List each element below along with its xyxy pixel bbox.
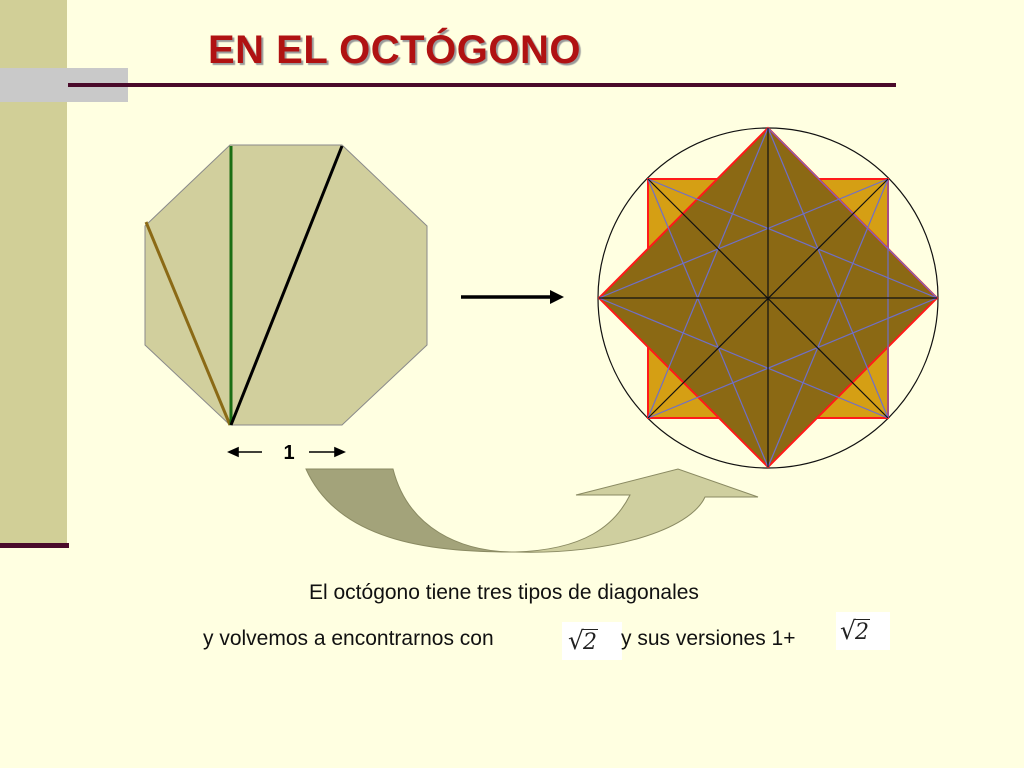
- right-arrow-icon: [461, 290, 564, 304]
- slide-title: EN EL OCTÓGONO: [208, 28, 581, 72]
- sqrt-two-formula-versions: √2: [836, 612, 890, 650]
- caption-versions: y sus versiones 1+: [621, 627, 796, 650]
- long-diagonal: [229, 145, 344, 426]
- title-underline-rule: [68, 83, 896, 87]
- side-length-label: 1: [283, 442, 294, 464]
- radicand: 2: [853, 619, 870, 645]
- short-diagonal: [144, 221, 232, 426]
- curved-arrow-icon: [305, 468, 759, 553]
- radical-sign: √: [568, 626, 584, 655]
- main-diagonals: [599, 128, 937, 467]
- caption-sqrt-intro: y volvemos a encontrarnos con: [203, 627, 494, 650]
- side-length-indicator: [227, 446, 346, 458]
- radical-sign: √: [840, 616, 856, 645]
- sidebar-bottom-rule: [0, 543, 69, 548]
- caption-diagonal-types: El octógono tiene tres tipos de diagonal…: [309, 581, 699, 604]
- sqrt-two-formula: √2: [562, 622, 622, 660]
- radicand: 2: [581, 629, 598, 655]
